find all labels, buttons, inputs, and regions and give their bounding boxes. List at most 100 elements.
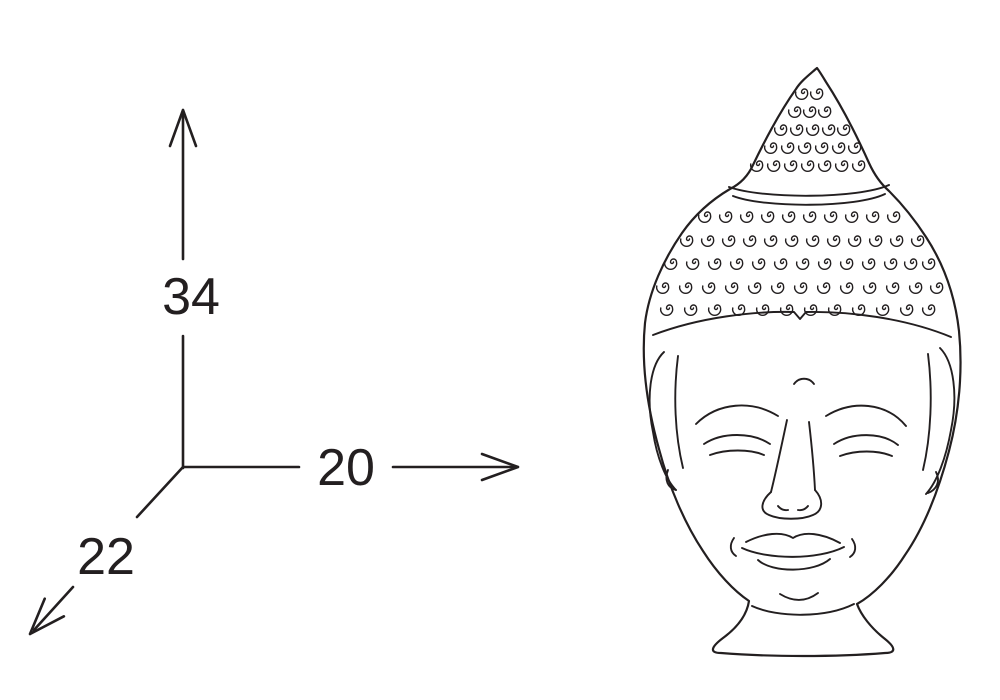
- spiral-curl-icon: [781, 211, 796, 224]
- spiral-curl-icon: [868, 235, 883, 248]
- spiral-curl-icon: [784, 235, 799, 248]
- left-eyebrow: [695, 404, 779, 425]
- spiral-curl-icon: [861, 258, 876, 271]
- left-eye: [703, 434, 771, 456]
- spiral-curl-icon: [826, 235, 841, 248]
- spiral-curl-icon: [659, 304, 674, 317]
- spiral-curl-icon: [899, 304, 914, 317]
- arrow-down-left-icon: [28, 597, 66, 636]
- spiral-curl-icon: [817, 258, 832, 271]
- spiral-curl-icon: [794, 88, 809, 101]
- spiral-curl-icon: [701, 282, 716, 295]
- spiral-curl-icon: [783, 160, 798, 173]
- right-eye: [833, 434, 899, 457]
- spiral-curl-icon: [886, 211, 901, 224]
- spiral-curl-icon: [805, 235, 820, 248]
- spiral-curl-icon: [793, 282, 808, 295]
- width-dimension-label: 20: [317, 439, 375, 497]
- spiral-curl-icon: [770, 282, 785, 295]
- spiral-curl-icon: [831, 142, 846, 155]
- left-ear: [648, 351, 677, 491]
- spiral-curl-icon: [679, 235, 694, 248]
- spiral-curl-icon: [883, 258, 898, 271]
- spiral-curl-icon: [847, 142, 862, 155]
- spiral-curl-icon: [802, 106, 817, 119]
- spiral-curl-icon: [789, 124, 804, 137]
- urna-mark: [793, 377, 815, 385]
- spiral-curl-icon: [742, 235, 757, 248]
- arrow-right-icon: [480, 452, 520, 482]
- right-temple-line: [922, 353, 932, 471]
- spiral-curl-icon: [718, 211, 733, 224]
- spiral-curl-icon: [803, 304, 818, 317]
- spiral-curl-icon: [766, 160, 781, 173]
- spiral-curl-icon: [814, 142, 829, 155]
- spiral-curl-icon: [817, 106, 832, 119]
- spiral-curl-icon: [721, 235, 736, 248]
- spiral-curl-icon: [678, 282, 693, 295]
- spiral-curl-icon: [817, 160, 832, 173]
- neck-line: [751, 603, 855, 616]
- depth-dimension: 22: [28, 465, 185, 636]
- spiral-curl-icon: [929, 282, 944, 295]
- right-ear: [925, 347, 956, 495]
- spiral-curl-icon: [875, 304, 890, 317]
- left-temple-line: [674, 355, 684, 469]
- spiral-curl-icon: [707, 304, 722, 317]
- spiral-curl-icon: [862, 282, 877, 295]
- spiral-curl-icon: [889, 235, 904, 248]
- spiral-curl-icon: [747, 282, 762, 295]
- spiral-curl-icon: [779, 304, 794, 317]
- spiral-curl-icon: [839, 258, 854, 271]
- spiral-curl-icon: [751, 258, 766, 271]
- spiral-curl-icon: [834, 160, 849, 173]
- spiral-curl-icon: [797, 142, 812, 155]
- spiral-curl-icon: [910, 235, 925, 248]
- spiral-curl-icon: [836, 124, 851, 137]
- arrow-up-icon: [168, 108, 198, 148]
- width-dimension: 20: [182, 439, 520, 497]
- spiral-curl-icon: [821, 124, 836, 137]
- depth-dimension-line: [32, 465, 185, 632]
- spiral-curl-icon: [921, 304, 936, 317]
- spiral-curl-icon: [847, 235, 862, 248]
- spiral-curl-icon: [827, 304, 842, 317]
- mouth: [729, 532, 857, 571]
- spiral-curl-icon: [700, 235, 715, 248]
- dimension-arrows: 34 20 22: [28, 108, 520, 636]
- spiral-curl-icon: [800, 160, 815, 173]
- spiral-curl-icon: [809, 88, 824, 101]
- height-dimension-label: 34: [162, 268, 220, 326]
- spiral-curl-icon: [763, 235, 778, 248]
- spiral-curl-icon: [921, 258, 936, 271]
- spiral-curl-icon: [795, 258, 810, 271]
- spiral-curl-icon: [787, 106, 802, 119]
- spiral-curl-icon: [724, 282, 739, 295]
- spiral-curl-icon: [655, 282, 670, 295]
- spiral-curl-icon: [780, 142, 795, 155]
- depth-dimension-label: 22: [77, 528, 135, 586]
- spiral-curl-icon: [739, 211, 754, 224]
- head-outline: [642, 66, 962, 658]
- spiral-curl-icon: [823, 211, 838, 224]
- buddha-head-illustration: [642, 66, 962, 658]
- spiral-curl-icon: [908, 282, 923, 295]
- spiral-curl-icon: [816, 282, 831, 295]
- spiral-curl-icon: [707, 258, 722, 271]
- spiral-curl-icon: [729, 258, 744, 271]
- spiral-curl-icon: [802, 211, 817, 224]
- chin-crease: [779, 592, 819, 601]
- spiral-curl-icon: [731, 304, 746, 317]
- spiral-curl-icon: [805, 124, 820, 137]
- ushnisha-band: [728, 184, 890, 206]
- spiral-curl-icon: [839, 282, 854, 295]
- spiral-curl-icon: [865, 211, 880, 224]
- hairline: [652, 310, 952, 338]
- spiral-curl-icon: [773, 124, 788, 137]
- spiral-curl-icon: [760, 211, 775, 224]
- spiral-curl-icon: [851, 160, 866, 173]
- spiral-curl-icon: [683, 304, 698, 317]
- nose: [761, 419, 823, 520]
